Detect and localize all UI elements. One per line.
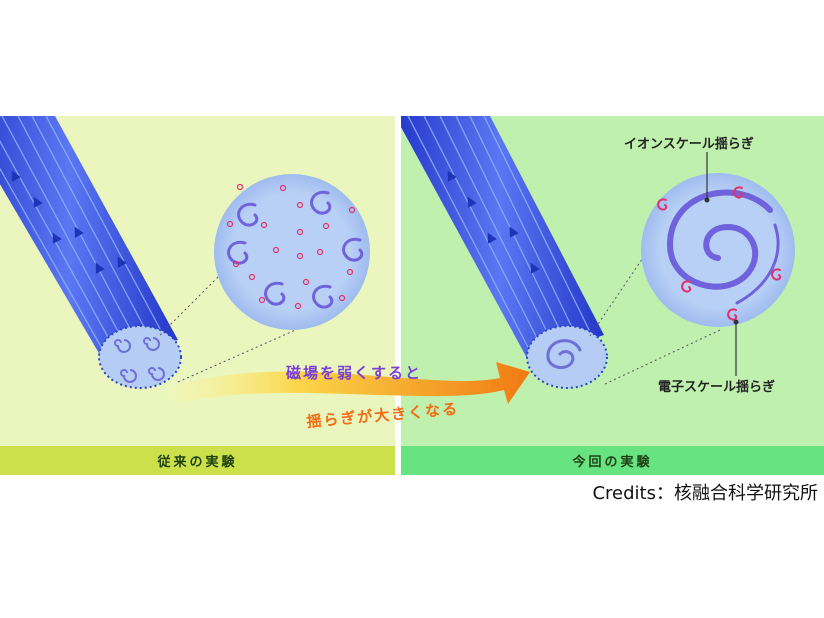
arrow-top-text: 磁場を弱くすると [286,364,422,382]
caption-bar-current: 今回の実験 [401,446,824,475]
plasma-tube-left [0,116,182,389]
zoom-circle-left [214,174,370,330]
plasma-tube-right [401,116,608,389]
caption-bar-conventional: 従来の実験 [0,446,395,475]
credits-text: Credits：核融合科学研究所 [592,483,818,504]
zoom-circle-right [641,173,795,327]
ion-label-dot [704,197,710,203]
arrow-bottom-text: 揺らぎが大きくなる [306,400,460,431]
panel-divider [395,116,401,475]
transition-arrow [170,362,530,404]
caption-conventional: 従来の実験 [157,455,238,470]
caption-current: 今回の実験 [572,455,653,470]
electron-label-dot [733,319,739,325]
electron-scale-label: 電子スケール揺らぎ [658,379,775,395]
ion-scale-label: イオンスケール揺らぎ [624,136,754,152]
